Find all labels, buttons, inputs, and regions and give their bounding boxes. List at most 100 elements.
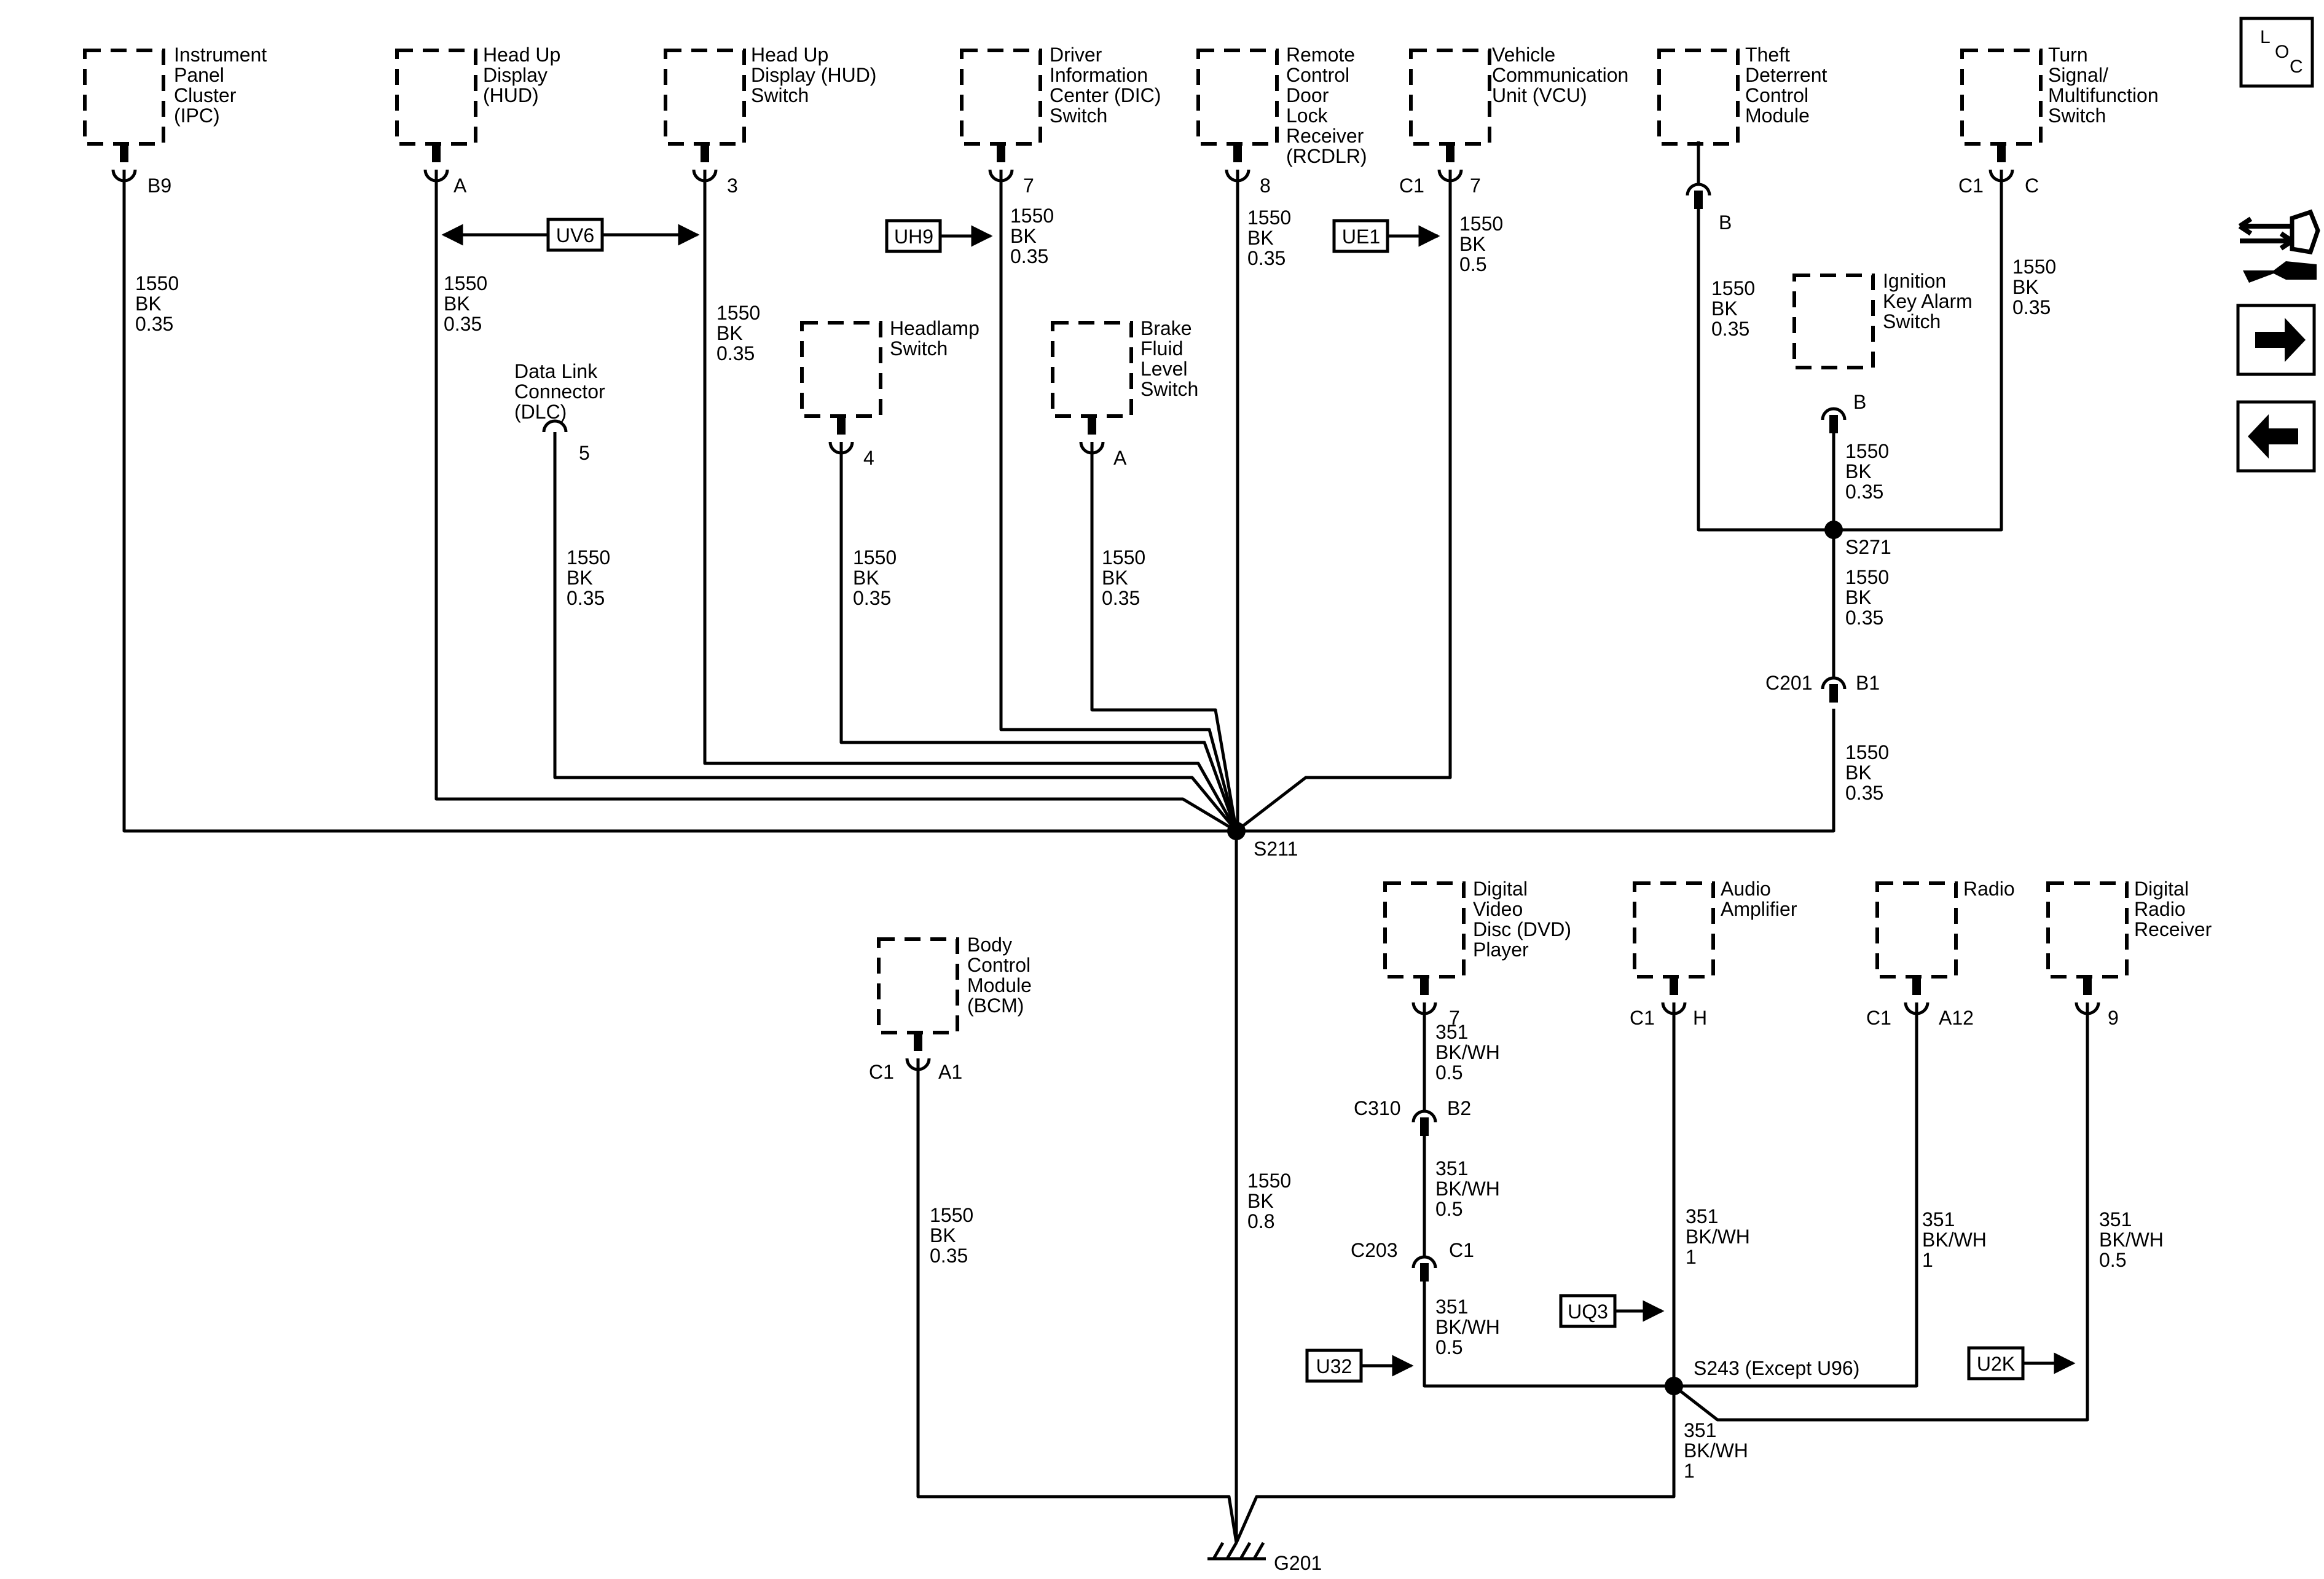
c201-pin-label: B1	[1856, 672, 1880, 694]
option-uh9[interactable]: UH9	[885, 219, 993, 253]
wire-radio[interactable]	[1674, 1002, 1918, 1388]
option-uq3[interactable]: UQ3	[1559, 1294, 1665, 1328]
wire-bcm[interactable]	[916, 1058, 1238, 1543]
splice-s211[interactable]	[1227, 822, 1246, 840]
wire-vcu[interactable]	[1235, 170, 1452, 832]
connector-view-icon	[2238, 209, 2320, 283]
next-page-button[interactable]	[2236, 304, 2316, 376]
wire-headlamp[interactable]	[839, 442, 1238, 832]
pin-radio: A12	[1939, 1007, 1974, 1029]
wire-hud-switch[interactable]	[703, 170, 1238, 832]
connector-view-button[interactable]	[2238, 209, 2320, 283]
option-uq3-label: UQ3	[1568, 1301, 1608, 1323]
wire-s243-ground[interactable]	[1235, 1386, 1676, 1544]
splice-s243[interactable]	[1665, 1377, 1683, 1395]
option-ue1[interactable]: UE1	[1332, 219, 1440, 253]
wire-c201-s211[interactable]	[1236, 709, 1835, 833]
pin-ignition: B	[1853, 391, 1866, 413]
ipc-box[interactable]	[83, 49, 165, 146]
c310-label: C310	[1354, 1097, 1401, 1119]
g201-label: G201	[1274, 1552, 1322, 1574]
hud-box[interactable]	[395, 49, 477, 146]
s211-label: S211	[1254, 838, 1298, 860]
pin-headlamp: 4	[863, 447, 874, 469]
pin-turn: C	[2025, 175, 2039, 197]
option-uv6[interactable]: UV6	[441, 218, 700, 252]
wire-dvd-chain[interactable]	[1423, 1002, 1673, 1388]
dlc-terminal	[542, 419, 568, 433]
wires	[122, 141, 2089, 1561]
wire-theft-turn-loop[interactable]	[1697, 141, 2003, 532]
hud-switch-box[interactable]	[664, 49, 746, 146]
svg-text:L: L	[2260, 27, 2271, 47]
brake-fluid-switch-box[interactable]	[1051, 321, 1133, 418]
option-u2k[interactable]: U2K	[1967, 1346, 2076, 1380]
rcdlr-box[interactable]	[1196, 49, 1279, 146]
wire-brake[interactable]	[1090, 442, 1238, 832]
pin-drr: 9	[2108, 1007, 2119, 1029]
splice-s271[interactable]	[1824, 521, 1843, 539]
option-uv6-label: UV6	[556, 224, 594, 246]
c201-label: C201	[1765, 672, 1813, 694]
arrow-right-icon	[2255, 318, 2306, 362]
c203-connector[interactable]	[1411, 1255, 1437, 1282]
wire-drr[interactable]	[1673, 1002, 2089, 1422]
radio-box[interactable]	[1875, 881, 1958, 979]
c201-connector[interactable]	[1821, 676, 1847, 703]
s271-label: S271	[1845, 536, 1891, 558]
ignition-terminal	[1821, 407, 1847, 433]
wire-dic[interactable]	[999, 170, 1238, 832]
pin-vcu-connector: C1	[1399, 175, 1424, 197]
wire-hud[interactable]	[434, 170, 1238, 833]
pin-radio-connector: C1	[1866, 1007, 1891, 1029]
radio-label: Radio	[1963, 878, 2015, 900]
option-u32[interactable]: U32	[1305, 1349, 1414, 1383]
c310-connector[interactable]	[1411, 1109, 1437, 1136]
ignition-key-alarm-box[interactable]	[1792, 274, 1875, 369]
option-uh9-label: UH9	[894, 226, 933, 248]
previous-page-button[interactable]	[2236, 400, 2316, 473]
svg-text:C: C	[2290, 57, 2303, 77]
ground-symbol	[1207, 1542, 1266, 1561]
turn-signal-switch-box[interactable]	[1960, 49, 2043, 146]
c310-pin-label: B2	[1447, 1097, 1471, 1119]
digital-radio-receiver-box[interactable]	[2046, 881, 2129, 979]
theft-deterrent-box[interactable]	[1657, 49, 1740, 146]
audio-amplifier-box[interactable]	[1633, 881, 1715, 979]
svg-text:O: O	[2275, 42, 2289, 62]
wire-ipc[interactable]	[122, 170, 1236, 833]
wire-dlc[interactable]	[553, 432, 1238, 832]
vcu-box[interactable]	[1409, 49, 1491, 146]
c203-label: C203	[1351, 1239, 1398, 1261]
dvd-player-box[interactable]	[1383, 881, 1466, 979]
pin-amplifier-connector: C1	[1630, 1007, 1655, 1029]
headlamp-switch-box[interactable]	[800, 321, 882, 418]
pin-bcm-connector: C1	[869, 1061, 894, 1083]
dic-switch-box[interactable]	[960, 49, 1042, 146]
pin-vcu: 7	[1470, 175, 1481, 197]
pin-turn-connector: C1	[1958, 175, 1984, 197]
loc-button[interactable]: L O C	[2239, 17, 2314, 88]
bcm-box[interactable]	[877, 937, 959, 1034]
